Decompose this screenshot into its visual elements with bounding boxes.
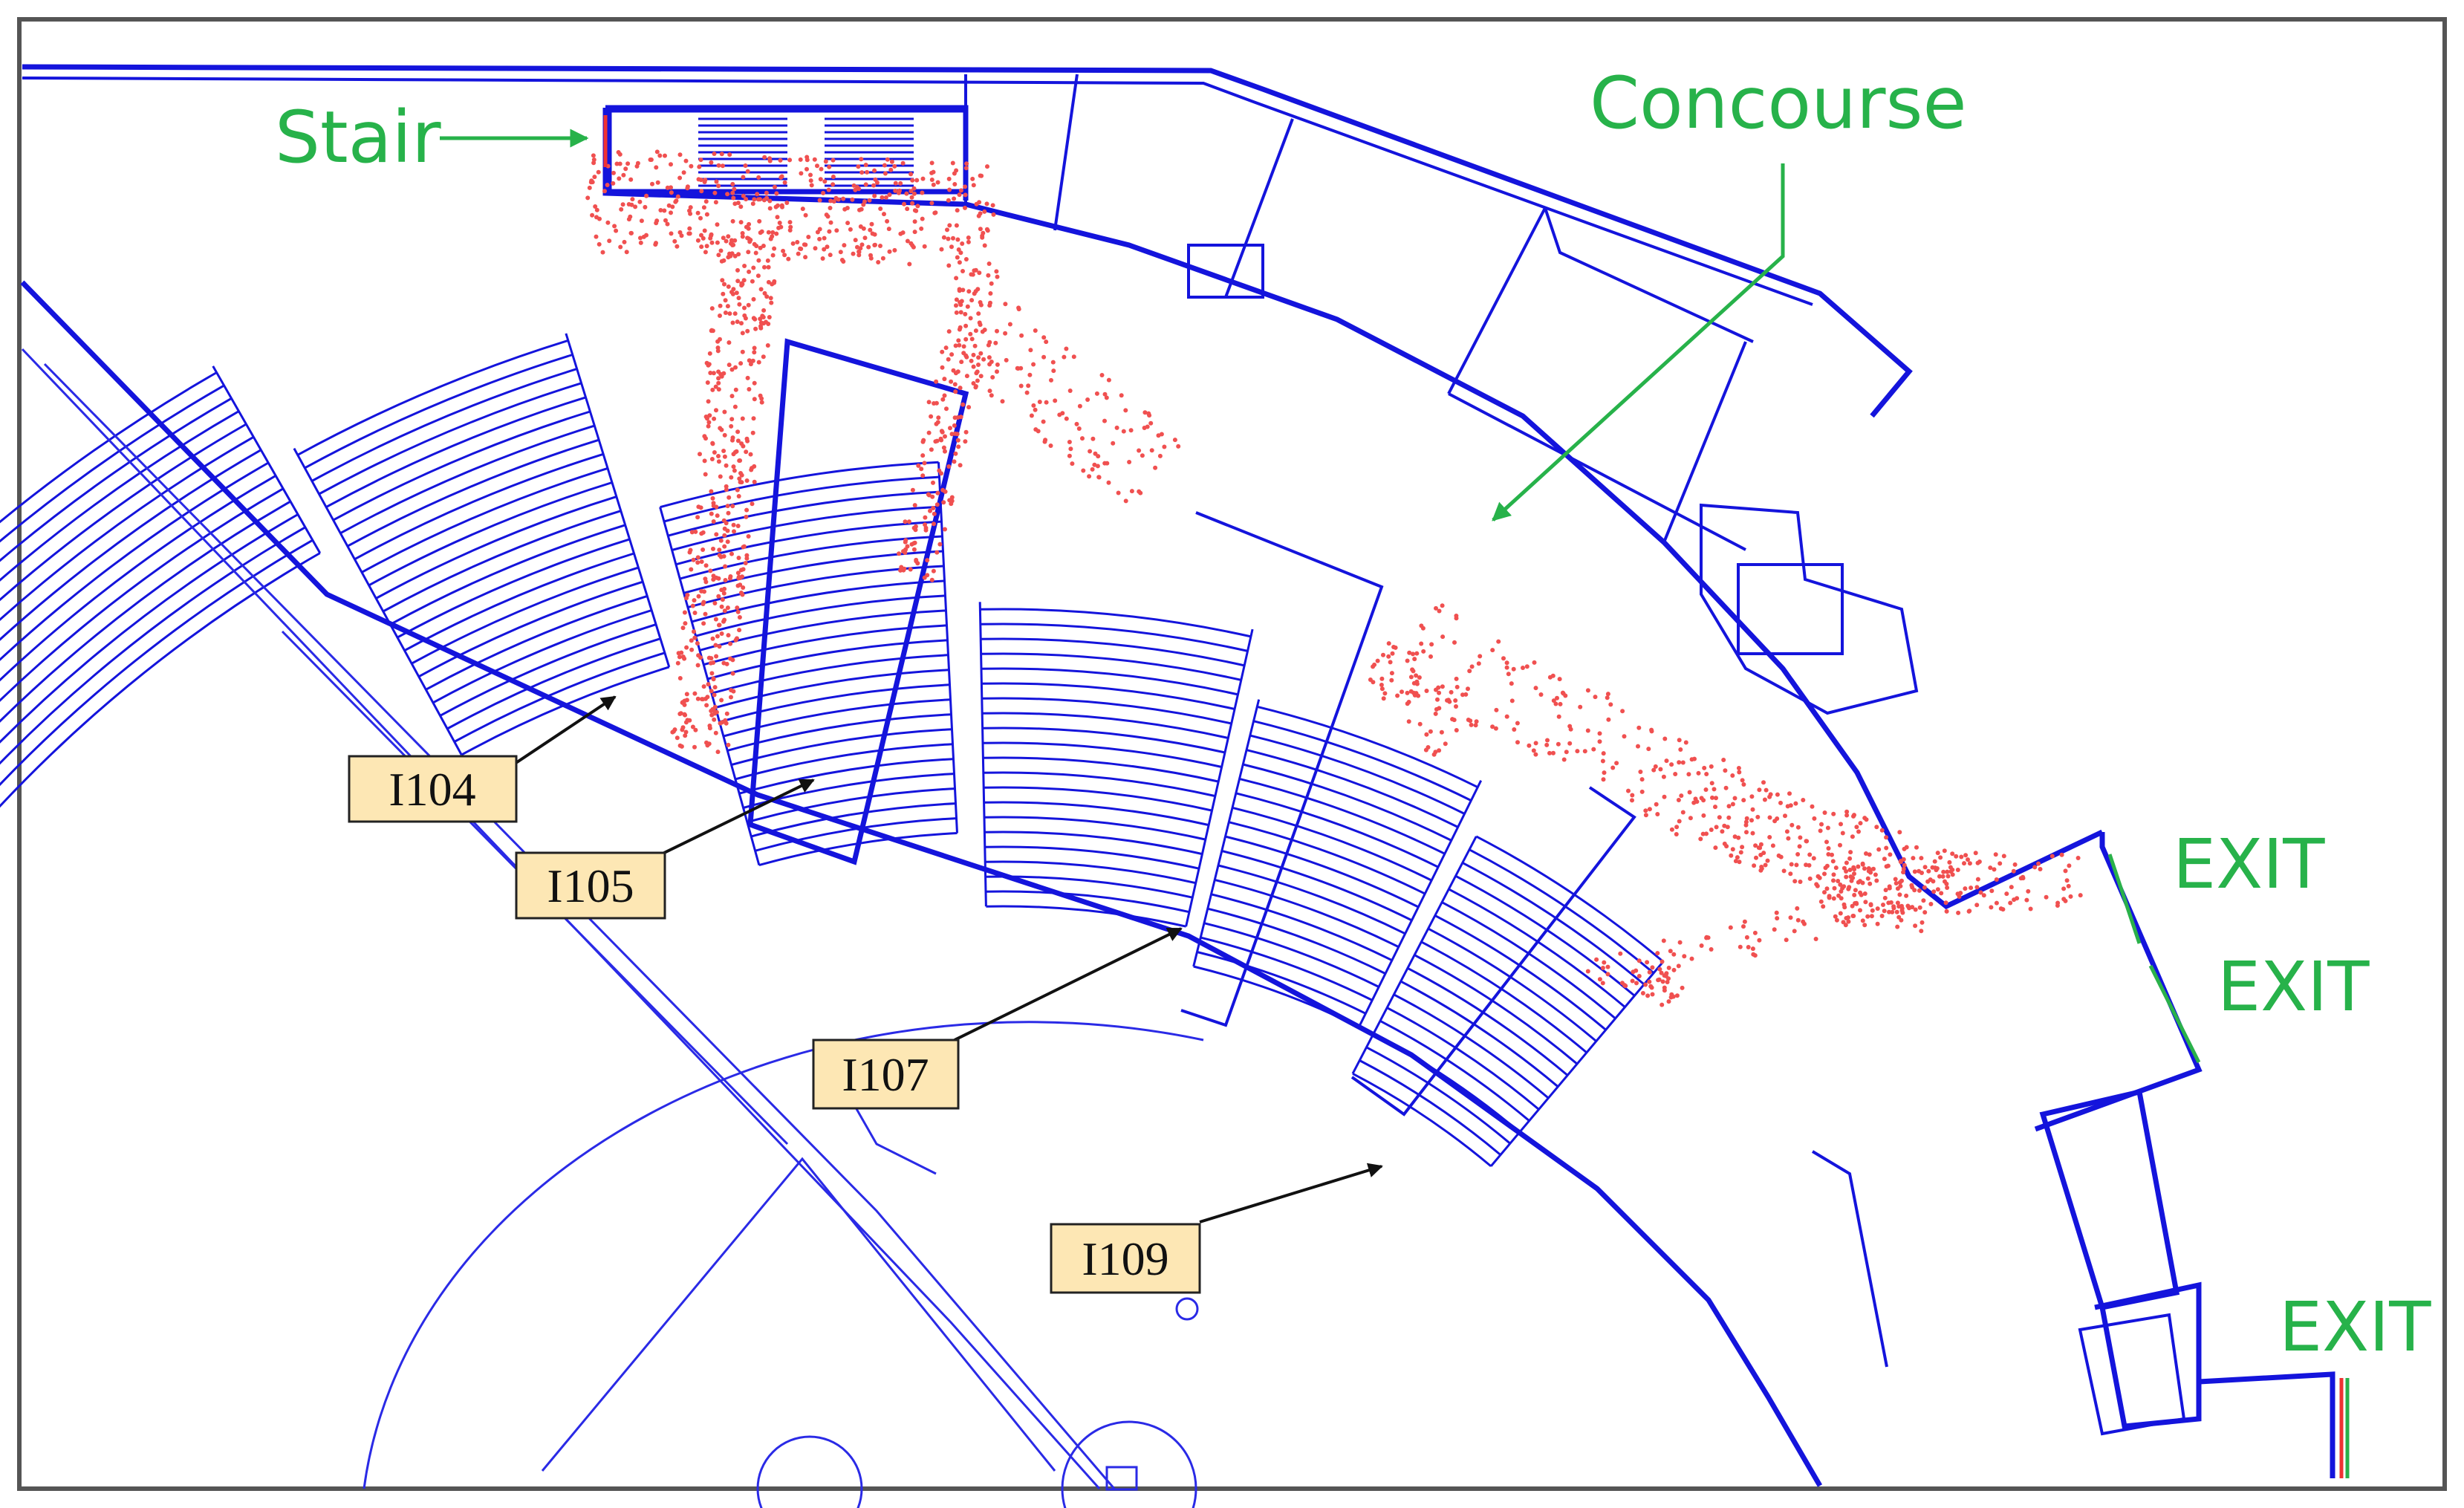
section-label-i104: I104 (389, 763, 475, 816)
exit-label-2: EXIT (2217, 947, 2370, 1027)
section-callout-i107: I107 (812, 927, 1183, 1110)
exit-doors (603, 115, 2350, 1478)
section-label-i107: I107 (842, 1048, 929, 1101)
section-label-i109: I109 (1082, 1232, 1168, 1285)
annotation-concourse: Concourse (1492, 62, 1967, 521)
seating-outline (20, 280, 1888, 1487)
stair-label: Stair (275, 96, 441, 179)
section-callout-i105: I105 (515, 779, 815, 920)
stair-block (606, 107, 969, 195)
concourse-label: Concourse (1590, 62, 1967, 145)
evacuee-crowd (585, 149, 2083, 1007)
annotation-stair: Stair (275, 96, 589, 179)
ball-field (21, 348, 1204, 1508)
diagram-frame (17, 17, 2447, 1491)
annotation-exits: EXIT EXIT EXIT (2173, 825, 2431, 1367)
section-callout-i109: I109 (1050, 1163, 1383, 1294)
section-callout-i104: I104 (348, 695, 617, 823)
exit-label-3: EXIT (2279, 1287, 2431, 1367)
exit-label-1: EXIT (2173, 825, 2325, 904)
building-outline (22, 64, 2335, 1478)
section-label-i105: I105 (547, 859, 634, 912)
seating-rows (0, 333, 1665, 1168)
